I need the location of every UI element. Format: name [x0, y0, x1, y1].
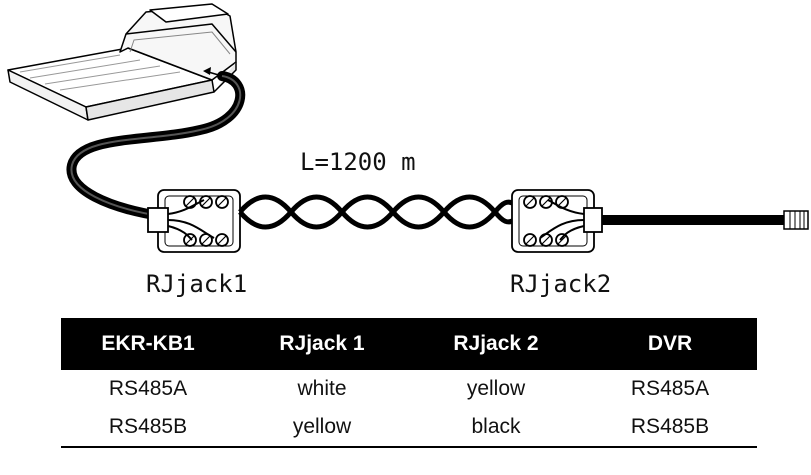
table-cell: RS485B: [583, 408, 757, 448]
table-header-row: EKR-KB1 RJjack 1 RJjack 2 DVR: [61, 318, 757, 370]
keyboard-icon: [7, 3, 237, 121]
table-cell: RS485B: [61, 408, 235, 448]
wiring-diagram: [7, 3, 809, 253]
header-ekr-kb1: EKR-KB1: [61, 318, 235, 370]
table-cell: white: [297, 377, 347, 400]
table-cell: yellow: [466, 377, 526, 400]
rjjack2-label: RJjack2: [510, 270, 612, 298]
rj45-plug-icon: [783, 210, 809, 230]
table-cell: RS485A: [108, 377, 188, 400]
header-rjjack-1: RJjack 1: [235, 318, 409, 370]
diagram-canvas: [7, 3, 809, 253]
wiring-table: EKR-KB1 RJjack 1 RJjack 2 DVR RS485A whi…: [61, 318, 757, 448]
header-rjjack-2: RJjack 2: [409, 318, 583, 370]
table-cell: black: [409, 408, 583, 448]
rj-jack-icon: [511, 189, 603, 253]
header-dvr: DVR: [583, 318, 757, 370]
twisted-pair-cable-icon: [238, 194, 516, 230]
table-cell: yellow: [235, 408, 409, 448]
table-cell: RS485A: [630, 377, 710, 400]
cable-length-label: L=1200 m: [300, 148, 416, 176]
table-row: RS485B yellow black RS485B: [61, 408, 757, 448]
arrow-head-icon: [203, 67, 211, 75]
rjjack1-label: RJjack1: [146, 270, 248, 298]
table-row: RS485A white yellow RS485A: [61, 370, 757, 408]
rj-jack-icon: [147, 189, 241, 253]
